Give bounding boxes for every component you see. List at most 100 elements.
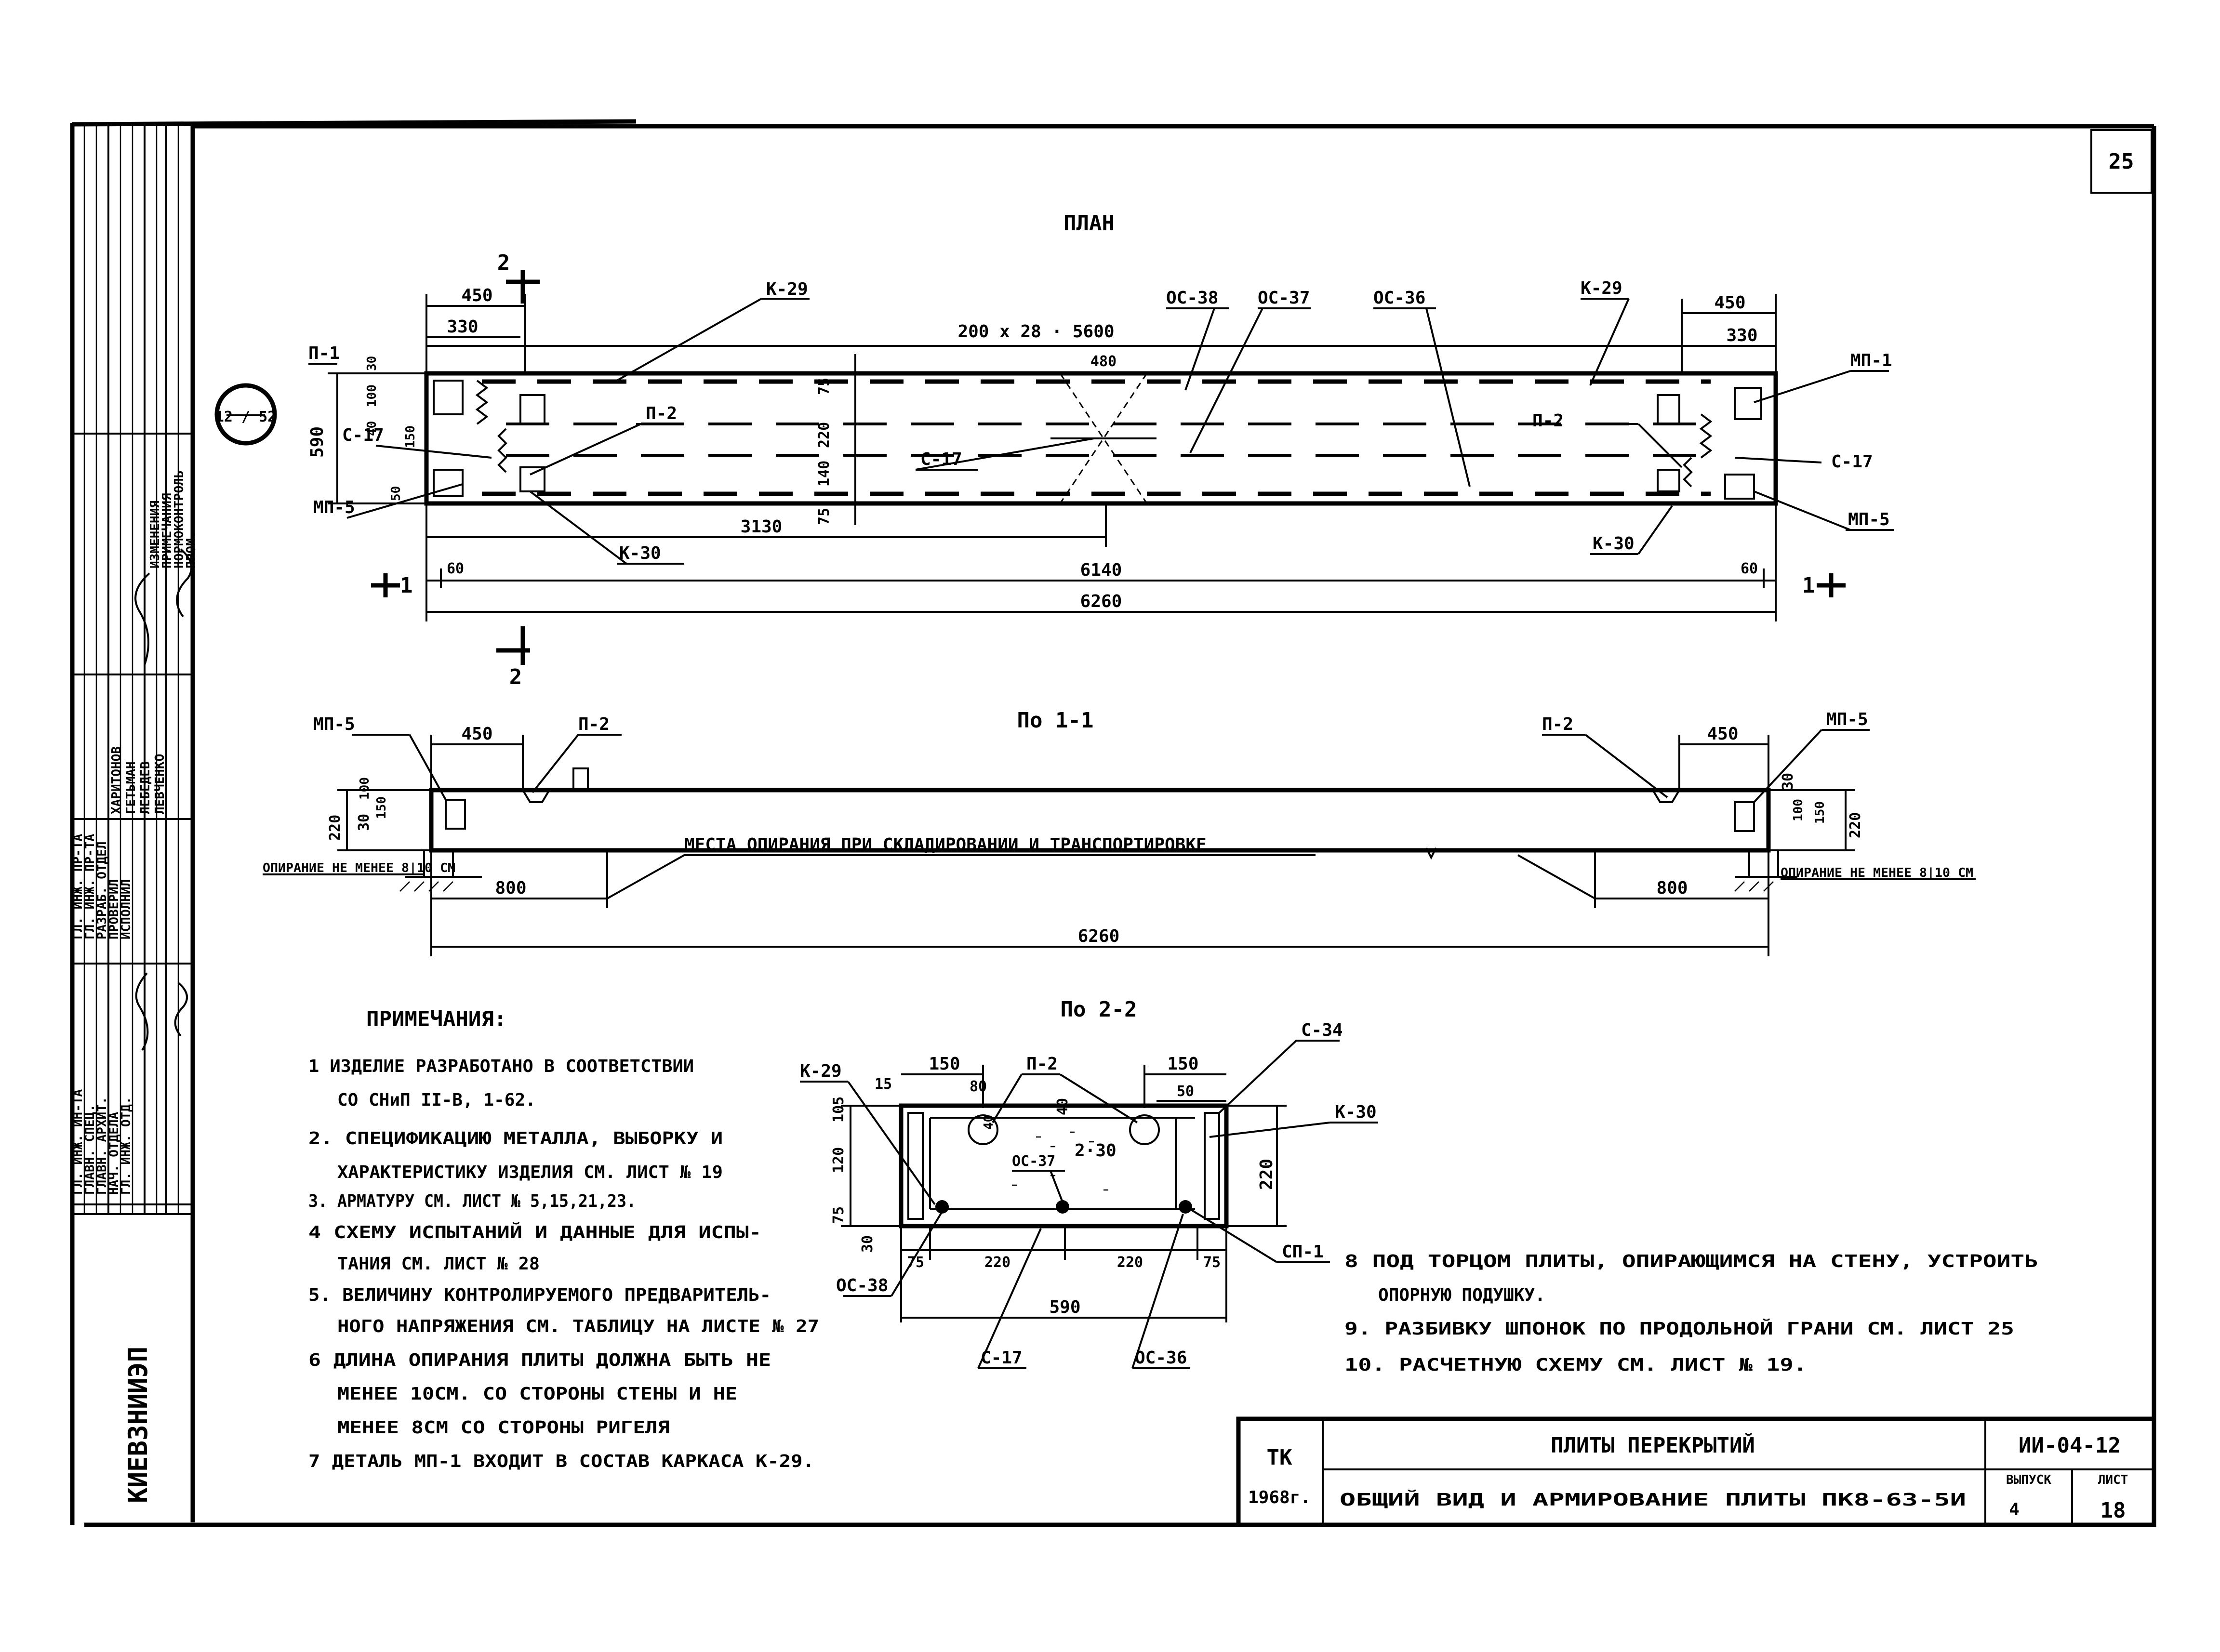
s22-label-os37: ОС-37 xyxy=(1012,1153,1055,1170)
stamp-row-4: НАЧ. ОТДЕЛА xyxy=(107,1111,121,1195)
section-2-2-view: По 2-2 150 150 15 80 50 40 40 2·30 105 1… xyxy=(800,997,1378,1369)
note-8a: 8 ПОД ТОРЦОМ ПЛИТЫ, ОПИРАЮЩИМСЯ НА СТЕНУ… xyxy=(1344,1252,2038,1271)
stamp-name-4: ЛЕВЧЕНКО xyxy=(153,754,167,814)
s11-dim-450-left: 450 xyxy=(461,724,492,744)
stamp-right-2: ПРИМЕЧАНИЯ xyxy=(160,493,174,568)
side-stamp: ГЛ. ИНЖ. ИН-ТА ГЛАВН. СПЕЦ. ГЛАВН. АРХИТ… xyxy=(71,126,199,1503)
s11-dim-150-left: 150 xyxy=(374,796,389,819)
plan-label-c17-mid: С-17 xyxy=(920,449,962,469)
s22-dim-220-right: 220 xyxy=(1257,1159,1276,1190)
stamp-row-2: ГЛАВН. СПЕЦ. xyxy=(83,1104,97,1195)
plan-dim-150-left: 150 xyxy=(403,425,418,448)
support-note: МЕСТА ОПИРАНИЯ ПРИ СКЛАДИРОВАНИИ И ТРАНС… xyxy=(684,835,1207,855)
plan-dim-30: 30 xyxy=(365,356,379,371)
s22-dim-150-right: 150 xyxy=(1167,1054,1198,1074)
sheet-number: 25 xyxy=(2109,149,2134,174)
detail-callout-circle xyxy=(214,383,277,446)
plan-label-p1: П-1 xyxy=(308,344,340,363)
notes-block: ПРИМЕЧАНИЯ: 1 ИЗДЕЛИЕ РАЗРАБОТАНО В СООТ… xyxy=(308,1007,2038,1471)
s11-dim-30-left: 30 xyxy=(356,814,372,831)
detail-callout: 12 / 52 xyxy=(215,409,276,425)
plan-label-p2-right: П-2 xyxy=(1532,411,1564,431)
plan-label-os36: ОС-36 xyxy=(1373,288,1425,308)
s22-label-p2: П-2 xyxy=(1026,1054,1058,1074)
s22-label-k30: К-30 xyxy=(1335,1102,1377,1122)
s22-dim-75-left: 75 xyxy=(830,1206,847,1224)
s11-label-p2-right: П-2 xyxy=(1542,714,1573,734)
s22-dim-50: 50 xyxy=(1177,1083,1194,1100)
stamp-row-3: ГЛАВН. АРХИТ. xyxy=(95,1097,109,1195)
note-6a: 6 ДЛИНА ОПИРАНИЯ ПЛИТЫ ДОЛЖНА БЫТЬ НЕ xyxy=(308,1350,771,1370)
section-mark-2-top: 2 xyxy=(497,251,510,275)
stamp-row-5: ГЛ. ИНЖ. ОТД. xyxy=(119,1097,133,1195)
plan-dim-590: 590 xyxy=(307,426,327,458)
s22-dim-2x30: 2·30 xyxy=(1075,1141,1117,1161)
plan-slab-outline xyxy=(424,371,1778,506)
plan-dim-6260: 6260 xyxy=(1080,592,1122,611)
note-1b: СО СНиП II-В, 1-62. xyxy=(337,1090,536,1110)
note-1a: 1 ИЗДЕЛИЕ РАЗРАБОТАНО В СООТВЕТСТВИИ xyxy=(308,1057,694,1076)
plan-dim-100: 100 xyxy=(365,384,379,407)
s11-label-mp5-right: МП-5 xyxy=(1826,710,1868,729)
s22-dim-40: 40 xyxy=(1054,1098,1071,1115)
plan-label-k30-left: К-30 xyxy=(619,543,661,563)
plan-dim-140: 140 xyxy=(816,461,833,487)
plan-dim-75-top: 75 xyxy=(816,378,833,395)
section-mark-1-right: 1 xyxy=(1802,573,1815,598)
s11-dim-6260: 6260 xyxy=(1078,926,1120,946)
tb-title: ПЛИТЫ ПЕРЕКРЫТИЙ xyxy=(1551,1432,1755,1458)
s22-label-sp1: СП-1 xyxy=(1282,1242,1324,1262)
section-mark-1-left: 1 xyxy=(400,573,413,598)
s22-dim-590: 590 xyxy=(1049,1297,1080,1317)
plan-label-c17-right: С-17 xyxy=(1831,452,1873,472)
s22-dim-15: 15 xyxy=(875,1076,892,1093)
s11-label-mp5-left: МП-5 xyxy=(313,714,355,734)
plan-label-mp5-right: МП-5 xyxy=(1848,510,1890,529)
tb-subtitle: ОБЩИЙ ВИД И АРМИРОВАНИЕ ПЛИТЫ ПК8-63-5И xyxy=(1340,1490,1966,1510)
s22-dim-220-b2: 220 xyxy=(1117,1254,1143,1271)
plan-dim-330-right: 330 xyxy=(1726,326,1757,345)
note-6c: МЕНЕЕ 8СМ СО СТОРОНЫ РИГЕЛЯ xyxy=(337,1418,670,1438)
s22-dim-80: 80 xyxy=(970,1078,987,1095)
s11-dim-100-right: 100 xyxy=(1791,799,1806,821)
title-block: ТК 1968г. ПЛИТЫ ПЕРЕКРЫТИЙ ОБЩИЙ ВИД И А… xyxy=(1236,1416,2156,1527)
s11-dim-800-left: 800 xyxy=(495,878,526,898)
s22-dim-220-b1: 220 xyxy=(984,1254,1010,1271)
plan-label-mp5-left: МП-5 xyxy=(313,498,355,517)
plan-title: ПЛАН xyxy=(1063,211,1115,236)
plan-label-k29-left: К-29 xyxy=(766,279,808,299)
plan-label-os38: ОС-38 xyxy=(1166,288,1218,308)
s11-dim-100-left: 100 xyxy=(358,777,372,800)
s11-label-p2-left: П-2 xyxy=(578,714,610,734)
note-5a: 5. ВЕЛИЧИНУ КОНТРОЛИРУЕМОГО ПРЕДВАРИТЕЛЬ… xyxy=(308,1285,771,1305)
plan-dim-75-bot: 75 xyxy=(816,508,833,525)
stamp-row-1: ГЛ. ИНЖ. ИН-ТА xyxy=(71,1089,85,1195)
plan-dim-40: 40 xyxy=(365,421,379,436)
plan-dim-450-right: 450 xyxy=(1714,293,1745,313)
section-mark-2-bottom: 2 xyxy=(509,665,522,689)
note-6b: МЕНЕЕ 10СМ. СО СТОРОНЫ СТЕНЫ И НЕ xyxy=(337,1384,737,1404)
tb-sheet-label: ЛИСТ xyxy=(2098,1473,2128,1487)
plan-dim-60-right: 60 xyxy=(1741,560,1758,577)
s22-dim-120: 120 xyxy=(830,1147,847,1173)
plan-dim-480: 480 xyxy=(1090,353,1117,370)
plan-dim-450-left: 450 xyxy=(461,286,492,305)
signature-scribbles xyxy=(134,548,193,1051)
note-3: 3. АРМАТУРУ СМ. ЛИСТ № 5,15,21,23. xyxy=(308,1191,636,1211)
s22-label-os36: ОС-36 xyxy=(1135,1348,1187,1368)
plan-view: ПЛАН 450 330 200 x 28 xyxy=(214,211,1894,689)
stamp-right-1: ИЗМЕНЕНИЯ xyxy=(148,501,162,568)
tb-issue-label: ВЫПУСК xyxy=(2006,1473,2051,1487)
plan-dim-60-left: 60 xyxy=(447,560,464,577)
section-2-2-title: По 2-2 xyxy=(1061,997,1137,1022)
institute-name: КИЕВЗНИИЭП xyxy=(123,1347,153,1503)
tb-year: 1968г. xyxy=(1248,1488,1311,1507)
plan-dim-330-left: 330 xyxy=(447,317,478,337)
plan-dim-3130: 3130 xyxy=(741,517,783,537)
s22-dim-75-b2: 75 xyxy=(1203,1254,1221,1271)
s22-dim-150-left: 150 xyxy=(929,1054,960,1074)
plan-dim-220: 220 xyxy=(816,422,833,448)
stamp-mid-5: ИСПОЛНИЛ xyxy=(119,879,133,939)
